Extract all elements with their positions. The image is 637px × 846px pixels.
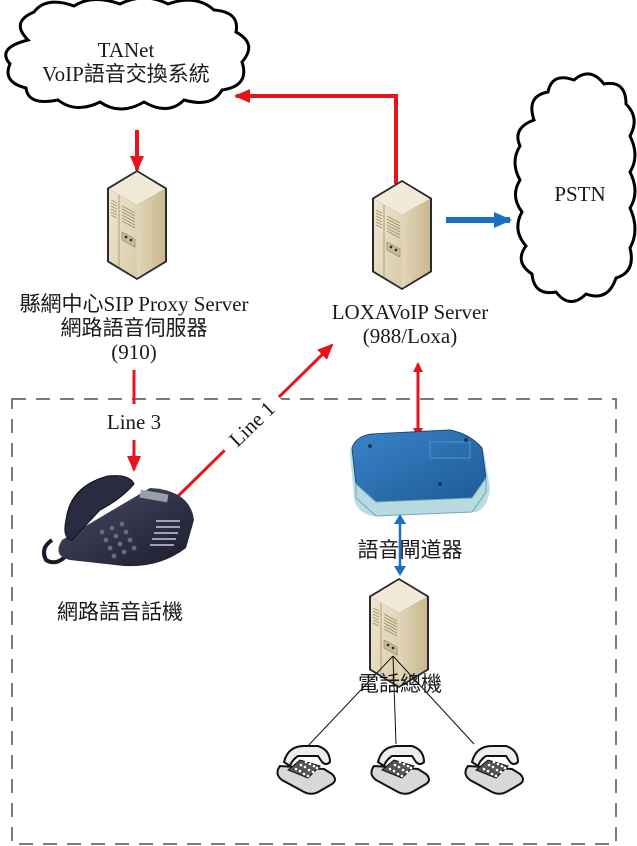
tanet-subtitle: VoIP語音交換系統 [42,62,210,86]
pstn-label: PSTN [554,182,606,206]
sip-proxy-label: 縣網中心SIP Proxy Server 網路語音伺服器 (910) [0,292,268,364]
pbx-label: 電話總機 [358,672,442,696]
tanet-cloud-label: TANet VoIP語音交換系統 [36,38,216,86]
voice-gateway-icon [350,429,490,517]
tanet-cloud-icon [4,0,251,111]
sip-proxy-server-icon [106,169,168,281]
line3-label: Line 3 [94,410,174,434]
link-loxa-to-tanet [234,89,398,184]
pbx-line-2 [392,655,397,745]
pbx-phone-lines [305,655,475,749]
pstn-cloud-icon [513,72,637,303]
local-network-boundary [11,398,617,845]
sip-proxy-desc: 網路語音伺服器 [60,316,208,340]
analog-phone-3-icon [464,745,524,795]
loxa-server-name: LOXAVoIP Server [331,300,489,324]
sip-proxy-name: 縣網中心SIP Proxy Server [19,292,249,316]
loxa-server-ext: (988/Loxa) [362,324,458,348]
analog-phone-2-icon [370,745,430,795]
voice-gateway-label: 語音閘道器 [357,538,463,562]
loxa-server-icon [371,179,433,291]
sip-proxy-ext: (910) [111,340,157,364]
analog-phone-1-icon [276,745,336,795]
ip-phone-label: 網路語音話機 [57,600,183,624]
ip-phone-icon [42,475,194,567]
pbx-line-3 [392,655,475,745]
pbx-line-1 [305,655,394,749]
tanet-title: TANet [97,38,155,62]
loxa-server-label: LOXAVoIP Server (988/Loxa) [300,300,520,348]
